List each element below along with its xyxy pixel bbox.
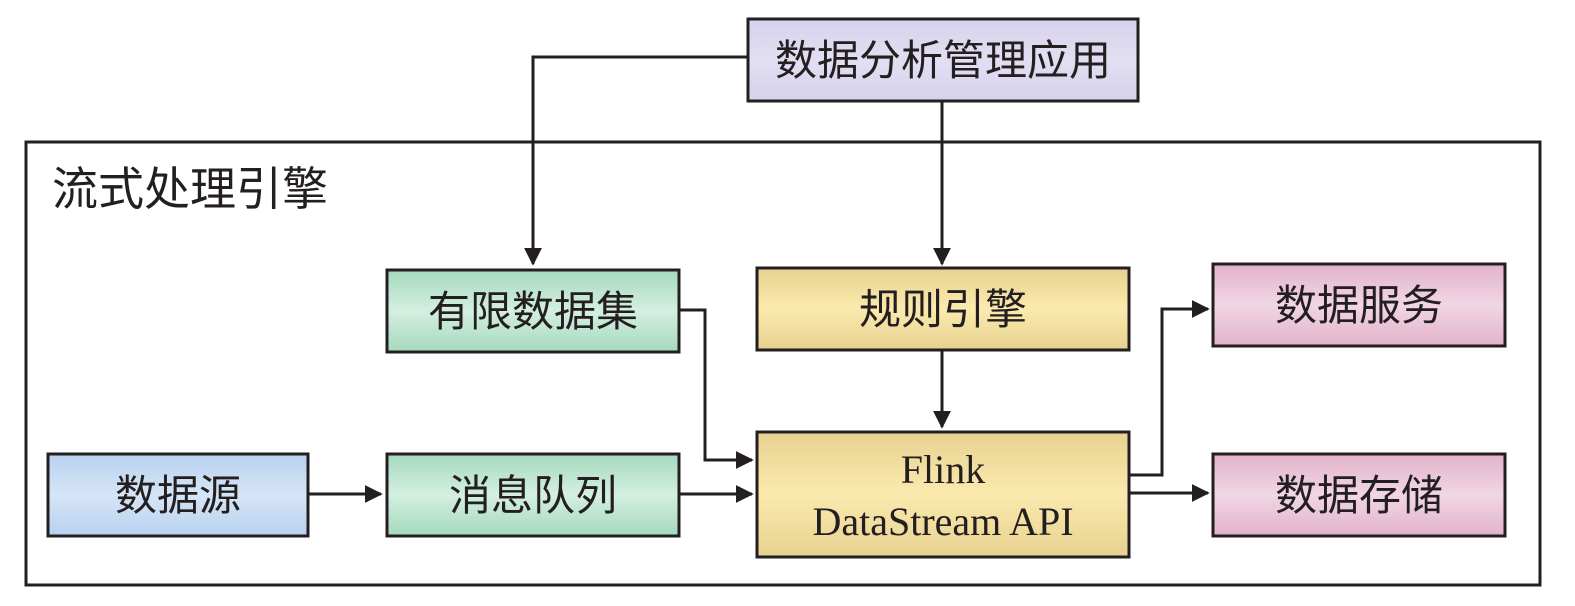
edge-bounded-to-flink <box>679 308 754 469</box>
node-queue-box <box>385 452 681 538</box>
node-app-box <box>746 17 1140 103</box>
node-storage-box <box>1211 452 1507 538</box>
node-source-label: 数据源 <box>115 471 241 520</box>
node-rules-box <box>755 266 1131 352</box>
node-storage: 数据存储 <box>1211 452 1507 538</box>
node-flink-line1: Flink <box>901 447 985 492</box>
frame-title: 流式处理引擎 <box>52 162 328 216</box>
node-bounded-label: 有限数据集 <box>428 287 638 336</box>
edge-app-to-bounded <box>524 55 748 266</box>
node-rules: 规则引擎 <box>755 266 1131 352</box>
node-queue-label: 消息队列 <box>449 471 617 520</box>
edges <box>309 55 1210 503</box>
node-source: 数据源 <box>46 452 310 538</box>
node-bounded: 有限数据集 <box>385 268 681 354</box>
edge-flink-to-service <box>1130 300 1210 477</box>
node-queue: 消息队列 <box>385 452 681 538</box>
node-flink-line2: DataStream API <box>812 499 1073 544</box>
node-storage-label: 数据存储 <box>1275 471 1443 520</box>
node-service-box <box>1211 262 1507 348</box>
node-app: 数据分析管理应用 <box>746 17 1140 103</box>
node-service-label: 数据服务 <box>1275 281 1443 330</box>
frame-border <box>24 140 1542 587</box>
node-source-box <box>46 452 310 538</box>
node-bounded-box <box>385 268 681 354</box>
node-rules-label: 规则引擎 <box>859 285 1027 334</box>
node-flink: Flink DataStream API <box>755 430 1131 559</box>
node-service: 数据服务 <box>1211 262 1507 348</box>
node-flink-box <box>755 430 1131 559</box>
node-app-label: 数据分析管理应用 <box>775 36 1111 85</box>
stream-engine-frame: 流式处理引擎 <box>24 140 1542 587</box>
